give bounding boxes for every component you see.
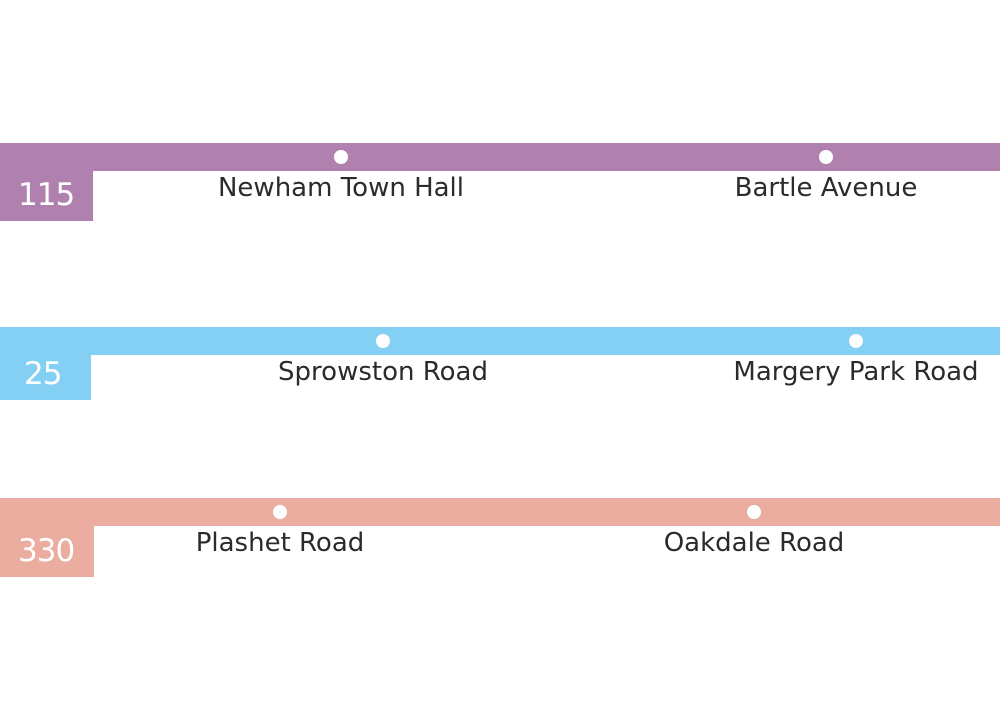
stop-marker-icon [376, 334, 390, 348]
route-number: 115 [18, 177, 75, 213]
route-330: 330 Plashet Road Oakdale Road [0, 498, 1000, 578]
stop-name: Oakdale Road [663, 528, 845, 558]
route-line [0, 327, 1000, 355]
stop-marker-icon [334, 150, 348, 164]
route-line [0, 143, 1000, 171]
stop-name: Bartle Avenue [734, 173, 918, 203]
stop-marker-icon [849, 334, 863, 348]
stop-name: Newham Town Hall [217, 173, 465, 203]
route-number-badge: 115 [0, 143, 93, 221]
route-115: 115 Newham Town Hall Bartle Avenue [0, 143, 1000, 223]
stop-marker-icon [273, 505, 287, 519]
stop-marker-icon [819, 150, 833, 164]
stop-name: Margery Park Road [733, 357, 979, 387]
stop-marker-icon [747, 505, 761, 519]
route-number-badge: 25 [0, 327, 91, 400]
route-number: 330 [18, 533, 75, 569]
route-25: 25 Sprowston Road Margery Park Road [0, 327, 1000, 407]
route-number-badge: 330 [0, 498, 94, 577]
route-line [0, 498, 1000, 526]
stop-name: Sprowston Road [278, 357, 488, 387]
stop-name: Plashet Road [195, 528, 365, 558]
route-number: 25 [24, 356, 62, 392]
